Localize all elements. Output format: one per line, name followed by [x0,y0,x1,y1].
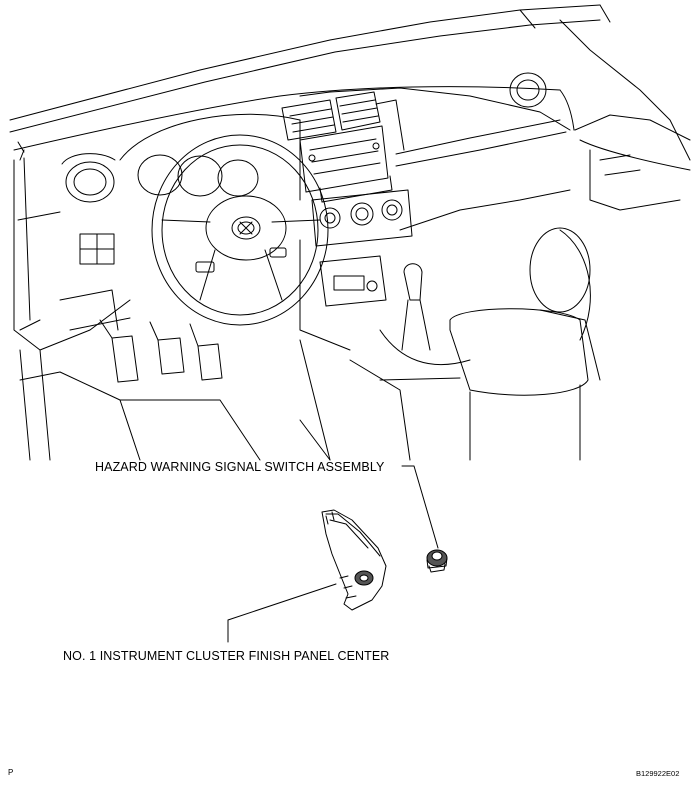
center-console [299,239,589,461]
instrument-cluster [119,113,301,201]
left-air-vent [61,153,116,203]
center-air-vents [281,91,405,151]
climate-control-knobs [311,189,413,247]
audio-head-unit [299,125,393,203]
finish-panel-label: NO. 1 INSTRUMENT CLUSTER FINISH PANEL CE… [63,649,390,663]
pedals [99,319,223,383]
hazard-switch-part [426,549,448,573]
hazard-switch-leader [401,465,439,549]
left-switch-panel [59,233,131,331]
right-air-vent [509,72,547,108]
dashboard-upper [13,86,575,351]
driver-door-floor [17,141,331,461]
footer-left-code: P [8,768,14,777]
windshield-outline [9,4,611,133]
steering-wheel [151,134,329,326]
finish-panel-leader [227,583,337,643]
figure-id: B129922E02 [636,769,680,778]
finish-panel-center-part [321,509,387,611]
passenger-door [529,19,691,381]
hazard-switch-label: HAZARD WARNING SIGNAL SWITCH ASSEMBLY [95,460,385,474]
